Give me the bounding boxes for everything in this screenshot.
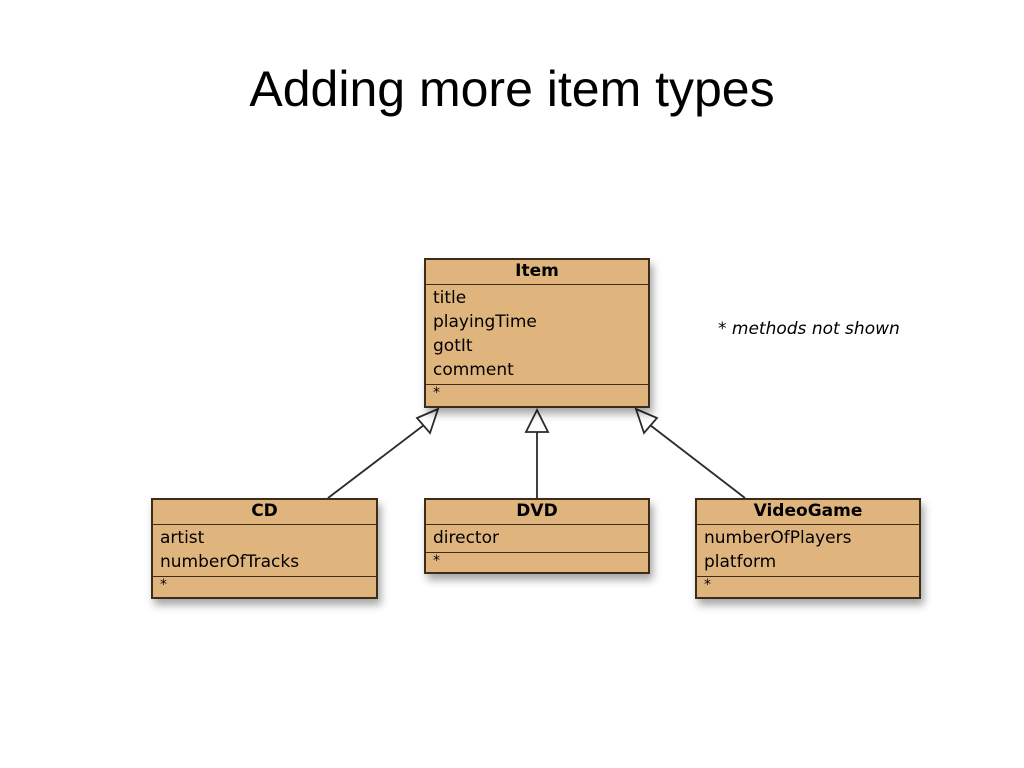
attribute: platform [704, 552, 777, 572]
class-attributes: title playingTime gotIt comment [426, 285, 648, 385]
attribute: title [433, 288, 467, 308]
slide-title: Adding more item types [249, 61, 775, 117]
class-name: VideoGame [697, 500, 919, 525]
attribute: numberOfPlayers [704, 528, 852, 548]
class-cd: CD artist numberOfTracks * [151, 498, 378, 599]
attribute: playingTime [433, 312, 537, 332]
attribute: numberOfTracks [160, 552, 300, 572]
attribute: gotIt [433, 336, 473, 356]
class-item: Item title playingTime gotIt comment * [424, 258, 650, 408]
class-attributes: director [426, 525, 648, 553]
class-methods: * [433, 385, 440, 401]
class-videogame: VideoGame numberOfPlayers platform * [695, 498, 921, 599]
attribute: artist [160, 528, 205, 548]
class-attributes: artist numberOfTracks [153, 525, 376, 577]
class-name: Item [426, 260, 648, 285]
class-attributes: numberOfPlayers platform [697, 525, 919, 577]
inheritance-line-videogame [649, 424, 746, 499]
attribute: comment [433, 360, 514, 380]
class-methods: * [433, 553, 440, 569]
class-name: CD [153, 500, 376, 525]
inheritance-arrowhead-dvd [524, 407, 550, 433]
attribute: director [433, 528, 499, 548]
class-dvd: DVD director * [424, 498, 650, 574]
inheritance-line-cd [327, 424, 425, 499]
inheritance-arrowhead-cd [415, 407, 440, 435]
class-methods: * [704, 577, 711, 593]
methods-note: * methods not shown [718, 319, 900, 339]
class-methods: * [160, 577, 167, 593]
inheritance-arrowhead-videogame [634, 407, 659, 435]
class-name: DVD [426, 500, 648, 525]
